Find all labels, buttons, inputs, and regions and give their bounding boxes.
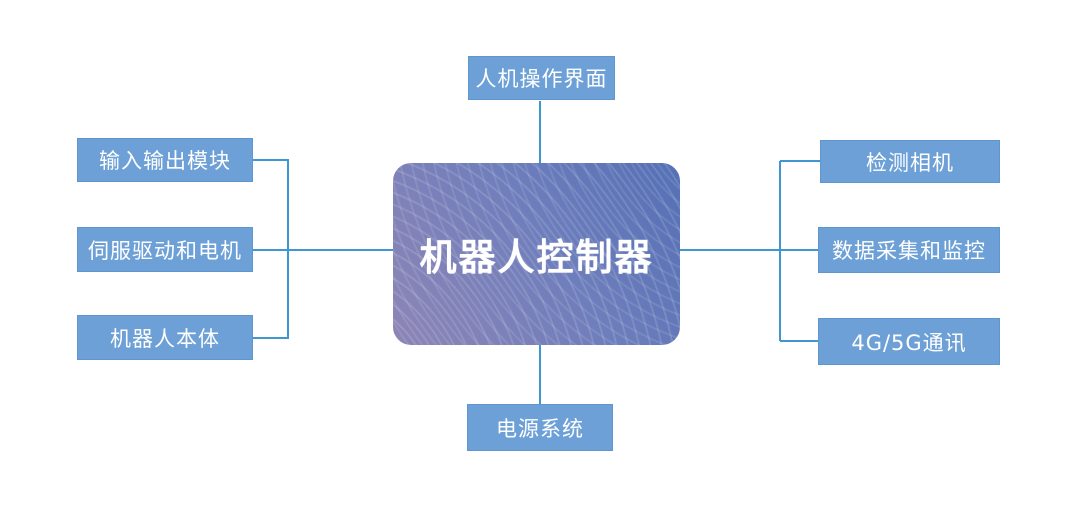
node-robot-controller-label: 机器人控制器 <box>419 236 654 279</box>
node-io-module-label: 输入输出模块 <box>99 149 231 173</box>
node-data-acquisition-monitoring: 数据采集和监控 <box>818 227 1000 273</box>
node-servo-drive-motor-label: 伺服驱动和电机 <box>88 238 242 263</box>
node-hmi-interface-label: 人机操作界面 <box>475 67 608 91</box>
node-robot-controller: 机器人控制器 <box>393 163 680 345</box>
node-robot-body: 机器人本体 <box>77 315 253 360</box>
node-power-system: 电源系统 <box>467 404 613 451</box>
node-robot-body-label: 机器人本体 <box>110 326 220 351</box>
node-4g-5g-communication: 4G/5G通讯 <box>818 318 1000 365</box>
node-io-module: 输入输出模块 <box>77 138 253 182</box>
node-power-system-label: 电源系统 <box>496 416 584 441</box>
node-hmi-interface: 人机操作界面 <box>468 56 615 100</box>
node-data-acquisition-monitoring-label: 数据采集和监控 <box>832 239 986 263</box>
node-servo-drive-motor: 伺服驱动和电机 <box>77 227 253 272</box>
node-4g-5g-communication-label: 4G/5G通讯 <box>851 330 967 355</box>
node-inspection-camera-label: 检测相机 <box>866 150 954 175</box>
node-inspection-camera: 检测相机 <box>820 140 1000 183</box>
